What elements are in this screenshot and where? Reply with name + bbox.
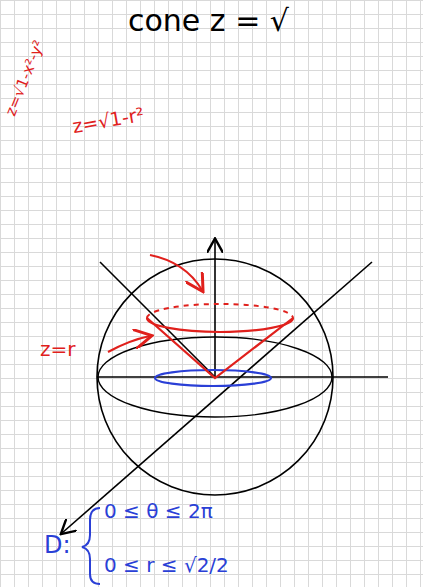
region-d: [155, 370, 271, 386]
problem-text: cone z = √: [128, 4, 289, 37]
z-axis: [214, 240, 216, 377]
axis-line: [100, 262, 215, 377]
x-axis: [62, 262, 372, 533]
cone-top-front: [147, 318, 293, 332]
bound-text: 0 ≤ θ ≤ 2π: [104, 500, 213, 522]
cone-top-back: [147, 304, 293, 318]
surface-equation: z=√1-x²-y²: [2, 38, 47, 118]
bound-text: 0 ≤ r ≤ √2/2: [104, 554, 229, 576]
pointer-arrow: [108, 336, 150, 352]
cone-sides: [147, 318, 293, 378]
brace: [82, 508, 100, 584]
y-axis: [97, 376, 388, 378]
pointer-arrow: [150, 255, 202, 290]
surface-equation: z=√1-r²: [71, 104, 146, 137]
region-label: D:: [44, 532, 71, 558]
surface-equation: z=r: [40, 338, 75, 360]
